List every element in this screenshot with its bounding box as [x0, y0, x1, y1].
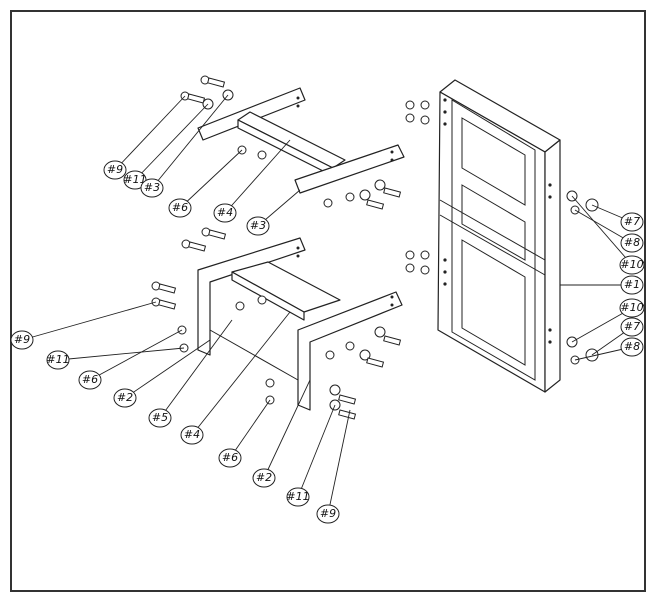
callout-text: #6	[222, 451, 238, 464]
callout-text: #4	[184, 428, 200, 441]
callout-label: #2	[252, 468, 276, 488]
callout-label: #4	[180, 425, 204, 445]
callout-label: #9	[10, 330, 34, 350]
callout-text: #10	[620, 301, 643, 314]
frame-panel	[437, 79, 561, 393]
callout-label: #6	[168, 198, 192, 218]
callout-text: #11	[286, 490, 309, 503]
upper-bracket-assembly	[180, 75, 405, 210]
callout-label: #11	[46, 350, 70, 370]
callout-text: #11	[46, 353, 69, 366]
callout-label: #2	[113, 388, 137, 408]
callout-text: #7	[624, 320, 640, 333]
callout-text: #7	[624, 215, 640, 228]
lower-bracket-assembly	[151, 227, 403, 420]
callout-text: #3	[144, 181, 160, 194]
callout-label: #7	[620, 317, 644, 337]
callout-label: #3	[246, 216, 270, 236]
callout-label: #10	[619, 255, 645, 275]
callout-text: #11	[123, 173, 146, 186]
callout-label: #11	[123, 170, 147, 190]
callout-label: #4	[213, 203, 237, 223]
callout-text: #2	[256, 471, 272, 484]
callout-label: #11	[286, 487, 310, 507]
callout-label: #6	[218, 448, 242, 468]
callout-text: #6	[172, 201, 188, 214]
callout-text: #9	[14, 333, 30, 346]
callout-text: #4	[217, 206, 233, 219]
callout-text: #2	[117, 391, 133, 404]
callout-text: #9	[107, 163, 123, 176]
callout-label: #8	[620, 233, 644, 253]
callout-text: #9	[320, 507, 336, 520]
callout-text: #10	[620, 258, 643, 271]
callout-label: #7	[620, 212, 644, 232]
callout-text: #8	[624, 340, 640, 353]
callout-text: #1	[624, 278, 640, 291]
callout-label: #5	[148, 408, 172, 428]
callout-text: #8	[624, 236, 640, 249]
callout-text: #3	[250, 219, 266, 232]
callout-label: #8	[620, 337, 644, 357]
callout-label: #6	[78, 370, 102, 390]
callout-label: #3	[140, 178, 164, 198]
callout-label: #9	[103, 160, 127, 180]
callout-label: #1	[620, 275, 644, 295]
callouts: #9 #11 #3 #6 #4 #3 #7 #8 #10 #1 #9 #11 #…	[10, 160, 645, 524]
callout-text: #5	[152, 411, 168, 424]
callout-label: #10	[619, 298, 645, 318]
callout-text: #6	[82, 373, 98, 386]
callout-label: #9	[316, 504, 340, 524]
